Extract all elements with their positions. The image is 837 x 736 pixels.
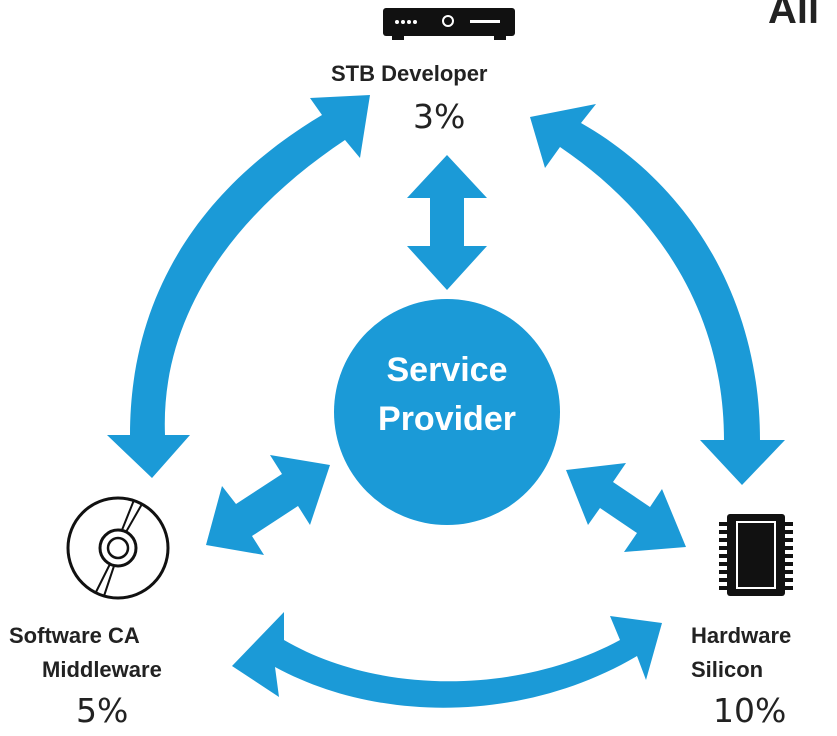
set-top-box-icon	[383, 8, 515, 40]
arrow-software-hub	[206, 455, 330, 555]
software-label-line2: Middleware	[42, 657, 162, 682]
hub-label-line1: Service	[386, 351, 508, 389]
stb-developer-label: STB Developer	[331, 61, 488, 86]
arrow-stb-hub	[407, 155, 487, 290]
hub-label-line2: Provider	[378, 400, 516, 438]
arc-arrow-stb-hardware	[530, 104, 785, 485]
arc-arrow-stb-software	[107, 95, 370, 478]
arrow-hardware-hub	[566, 463, 686, 552]
page-title: All	[768, 0, 820, 32]
hardware-share: 10%	[713, 691, 787, 730]
disc-icon	[66, 496, 170, 600]
software-label-line1: Software CA	[9, 623, 140, 648]
service-provider-hub	[334, 299, 560, 525]
software-share: 5%	[76, 691, 129, 730]
arc-arrow-software-hardware	[232, 612, 662, 708]
chip-icon	[719, 514, 793, 596]
hardware-label-line2: Silicon	[691, 657, 764, 682]
hardware-label-line1: Hardware	[691, 623, 792, 648]
stb-developer-share: 3%	[413, 97, 466, 136]
